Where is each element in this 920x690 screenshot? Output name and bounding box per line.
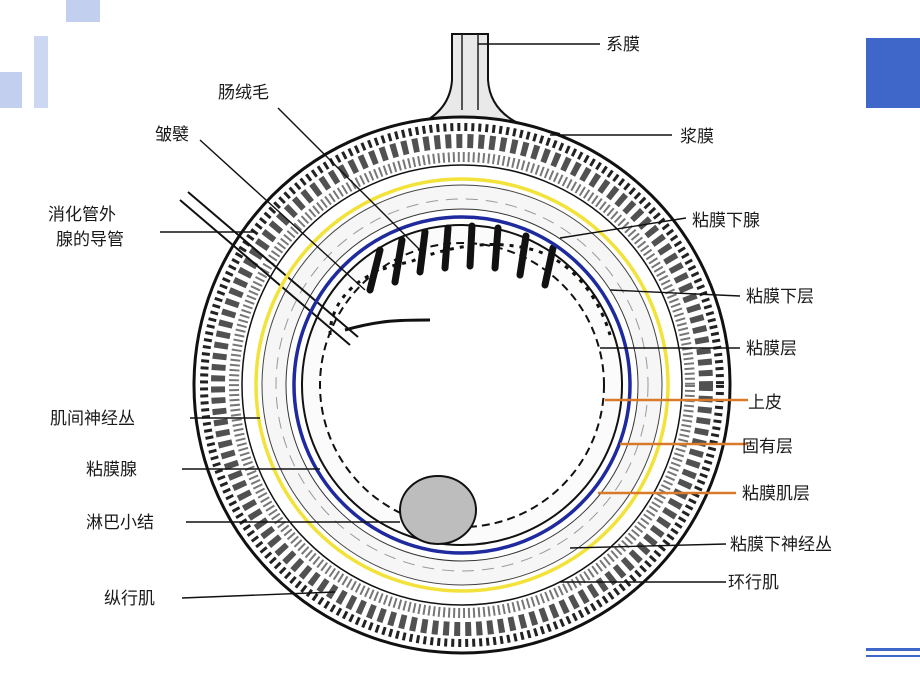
label-submucosa: 粘膜下层: [746, 287, 814, 307]
label-muscularis-mucosae: 粘膜肌层: [742, 484, 810, 504]
label-gland-duct-line1: 消化管外: [48, 205, 116, 225]
label-intestinal-gland: 粘膜腺: [86, 460, 137, 480]
label-mesentery: 系膜: [606, 35, 640, 55]
label-circular-muscle: 环行肌: [728, 573, 779, 593]
outer-highlight-ring: [254, 177, 670, 593]
label-submucosal-gland: 粘膜下腺: [692, 211, 760, 231]
orange-leader-lines: [598, 398, 748, 495]
label-myenteric-plexus: 肌间神经丛: [50, 409, 135, 429]
label-villus: 肠绒毛: [218, 83, 269, 103]
slide-decoration: [0, 0, 920, 657]
label-epithelium: 上皮: [748, 393, 782, 413]
label-mucosa: 粘膜层: [746, 339, 797, 359]
mucosa-illustration: [301, 222, 623, 546]
deco-square-topright: [866, 38, 920, 108]
label-serosa: 浆膜: [680, 127, 714, 147]
deco-square-left-1: [0, 72, 22, 108]
label-lymph-nodule: 淋巴小结: [86, 513, 154, 533]
deco-square-topleft-1: [66, 0, 100, 22]
label-gland-duct-line2: 腺的导管: [56, 230, 124, 250]
gland-duct-illustration: [179, 191, 359, 346]
inner-highlight-ring: [292, 215, 632, 555]
label-longitudinal-muscle: 纵行肌: [104, 589, 155, 609]
label-lamina-propria: 固有层: [742, 437, 793, 457]
label-plica: 皱襞: [155, 124, 189, 145]
deco-line-bottomright-2: [866, 655, 920, 657]
label-submucosal-plexus: 粘膜下神经丛: [730, 535, 832, 555]
deco-line-bottomright-1: [866, 648, 920, 651]
deco-square-left-2: [34, 36, 48, 108]
lymph-nodule-shape: [399, 475, 477, 545]
leader-lines: [160, 43, 741, 599]
